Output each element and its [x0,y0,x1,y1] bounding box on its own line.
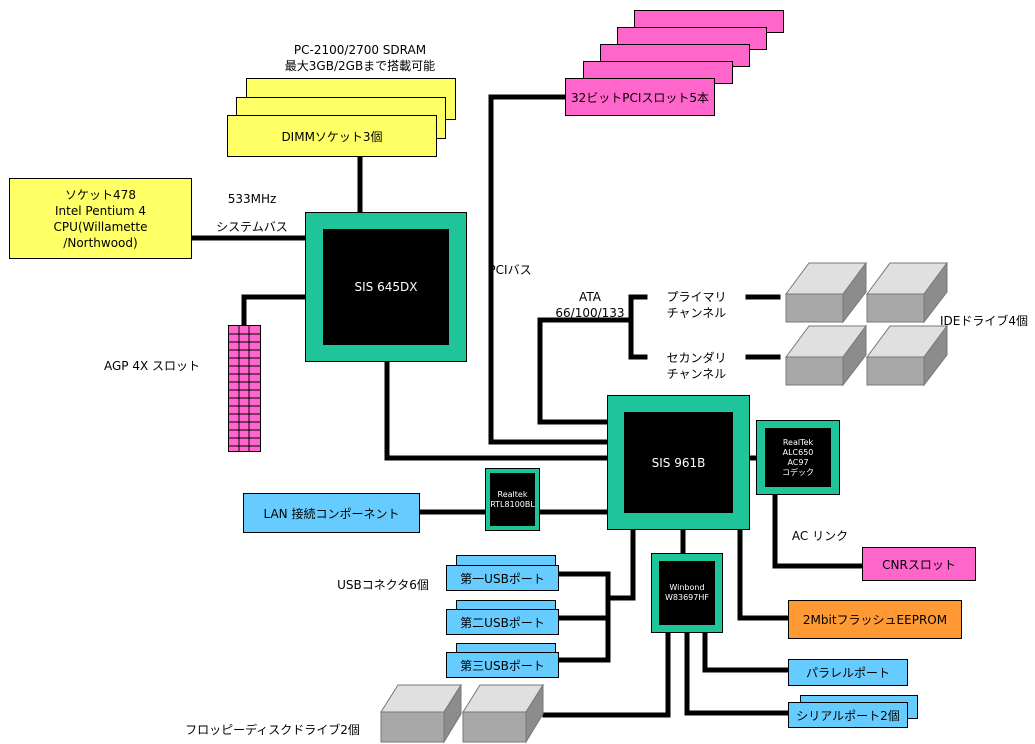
flash-eeprom: 2MbitフラッシュEEPROM [788,600,962,639]
floppy-label: フロッピーディスクドライブ2個 [185,723,360,737]
agp-slot-grid [229,326,260,451]
ide-drive-4 [866,325,948,387]
usb-connectors-label: USBコネクタ6個 [337,578,429,592]
ide-drive-2 [866,262,948,324]
usb-port-2: 第二USBポート [446,609,559,635]
serial-ports: シリアルポート2個 [788,702,908,728]
ide-drive-3 [785,325,867,387]
ide-drive-1 [785,262,867,324]
system-bus-label: システムバス [216,220,288,234]
southbridge-label: SIS 961B [624,412,733,513]
ata-label: ATA 66/100/133 [555,290,625,320]
dimm-socket-label: DIMMソケット3個 [227,115,437,157]
agp-label: AGP 4X スロット [103,359,201,373]
ide-drives-label: IDEドライブ4個 [940,314,1028,328]
system-bus-freq: 533MHz [227,192,277,206]
memory-spec-line2: 最大3GB/2GBまで搭載可能 [284,59,436,73]
usb-port-1: 第一USBポート [446,565,559,591]
pci-slots-label: 32ビットPCIスロット5本 [565,78,715,116]
lan-component: LAN 接続コンポーネント [243,493,420,533]
agp-slot [228,325,261,452]
cpu-socket: ソケット478 Intel Pentium 4 CPU(Willamette /… [9,178,192,259]
ata-secondary-label: セカンダリ チャンネル [666,351,727,381]
ac-link-label: AC リンク [791,529,849,543]
pci-bus-label: PCIバス [488,263,532,277]
floppy-drive-1 [380,684,462,744]
northbridge-label: SIS 645DX [323,229,449,345]
cnr-slot: CNRスロット [862,547,976,581]
memory-spec-line1: PC-2100/2700 SDRAM [293,43,427,57]
audio-codec-label: RealTek ALC650 AC97 コデック [765,428,831,487]
parallel-port: パラレルポート [788,659,908,686]
superio-label: Winbond W83697HF [659,561,715,625]
floppy-drive-2 [462,684,544,744]
usb-port-3: 第三USBポート [446,652,559,678]
ata-primary-label: プライマリ チャンネル [666,290,727,320]
lan-chip-label: Realtek RTL8100BL [490,473,535,526]
